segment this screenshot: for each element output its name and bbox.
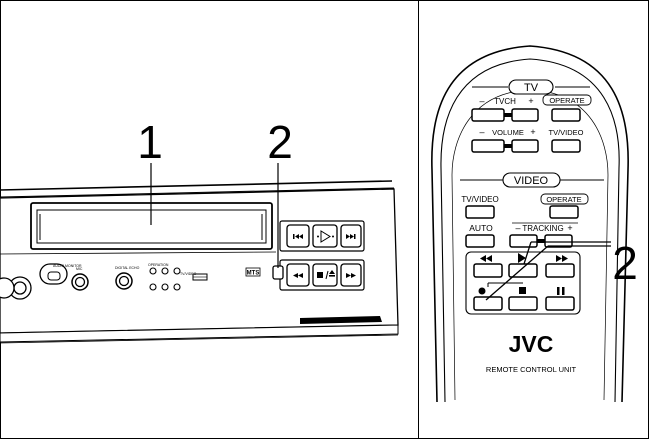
panel-label-5: TV/VIDEO	[180, 272, 197, 276]
tvch-label: TVCH	[494, 97, 516, 106]
stop-eject-icon	[317, 270, 335, 280]
tvch-minus-button[interactable]	[471, 108, 505, 122]
tvch-minus-label: –	[479, 96, 484, 106]
tv-video-mid-label: TV/VIDEO	[461, 195, 498, 204]
remote-stop-button[interactable]	[508, 296, 538, 311]
panel-label-4: OPERATION	[148, 263, 169, 267]
auto-button[interactable]	[465, 234, 495, 248]
volume-plus-label: +	[530, 127, 535, 137]
panel-label-1: AUDIO MONITOR	[53, 264, 82, 268]
callout-2-vcr-label: 2	[267, 116, 293, 168]
remote-pause-button[interactable]	[545, 296, 575, 311]
stop-icon-remote	[519, 287, 526, 294]
tracking-minus-button[interactable]	[509, 234, 538, 248]
remote-rewind-button[interactable]	[473, 263, 503, 278]
rewind-icon-remote	[480, 255, 492, 262]
brand-logo: JVC	[509, 331, 554, 357]
callout-1: 1	[137, 116, 163, 225]
tvch-plus-button[interactable]	[511, 108, 539, 122]
volume-label: VOLUME	[492, 128, 524, 137]
vcr-unit: MTS AUDIO MONITOR	[0, 116, 399, 344]
front-controls: AUDIO MONITOR MIC DIGITAL ECHO OPERATION…	[0, 263, 208, 300]
panel-label-3: DIGITAL ECHO	[115, 266, 140, 270]
panel-label-2: MIC	[76, 267, 83, 271]
video-section: VIDEO TV/VIDEO OPERATE AUTO – TRACKING +	[460, 172, 604, 315]
tv-video-top-label: TV/VIDEO	[548, 128, 583, 137]
remote-control: TV – TVCH + OPERATE – VOLUME + TV/VIDEO …	[431, 45, 638, 403]
play-icon-remote	[518, 253, 526, 263]
tracking-plus-button[interactable]	[544, 234, 573, 248]
video-section-label: VIDEO	[514, 175, 549, 187]
volume-plus-button[interactable]	[511, 139, 539, 153]
tracking-plus-label: +	[567, 223, 572, 233]
fast-forward-icon	[346, 273, 356, 278]
callout-2-remote: 2	[485, 237, 638, 301]
mts-label: MTS	[247, 271, 260, 277]
remote-play-button[interactable]	[508, 263, 538, 278]
remote-record-button[interactable]	[473, 296, 503, 311]
callout-2-vcr: 2	[267, 116, 293, 268]
record-icon-remote	[478, 287, 486, 295]
volume-minus-label: –	[479, 127, 484, 137]
operate-tv-label: OPERATE	[549, 96, 584, 105]
auto-label: AUTO	[469, 223, 493, 233]
tracking-label: TRACKING	[522, 224, 563, 233]
tv-video-mid-button[interactable]	[465, 205, 495, 219]
tv-video-top-button[interactable]	[551, 139, 581, 153]
tv-section-label: TV	[524, 82, 539, 94]
operate-tv-button[interactable]	[551, 108, 581, 122]
operate-video-button[interactable]	[549, 205, 579, 219]
play-icon	[317, 230, 334, 243]
pause-icon-remote	[557, 287, 565, 295]
operate-video-label: OPERATE	[546, 195, 581, 204]
mts-badge: MTS	[245, 267, 261, 277]
callout-1-label: 1	[137, 116, 163, 168]
rewind-icon	[293, 273, 303, 278]
skip-back-icon	[293, 234, 303, 239]
callout-2-remote-label: 2	[612, 237, 638, 289]
remote-unit-label: REMOTE CONTROL UNIT	[486, 365, 577, 374]
remote-fast-forward-button[interactable]	[545, 263, 575, 278]
tvch-plus-label: +	[528, 96, 533, 106]
volume-minus-button[interactable]	[471, 139, 505, 153]
skip-forward-icon	[346, 234, 356, 239]
tracking-minus-label: –	[515, 223, 520, 233]
fast-forward-icon-remote	[556, 255, 568, 262]
tv-section: TV – TVCH + OPERATE – VOLUME + TV/VIDEO	[471, 79, 592, 153]
